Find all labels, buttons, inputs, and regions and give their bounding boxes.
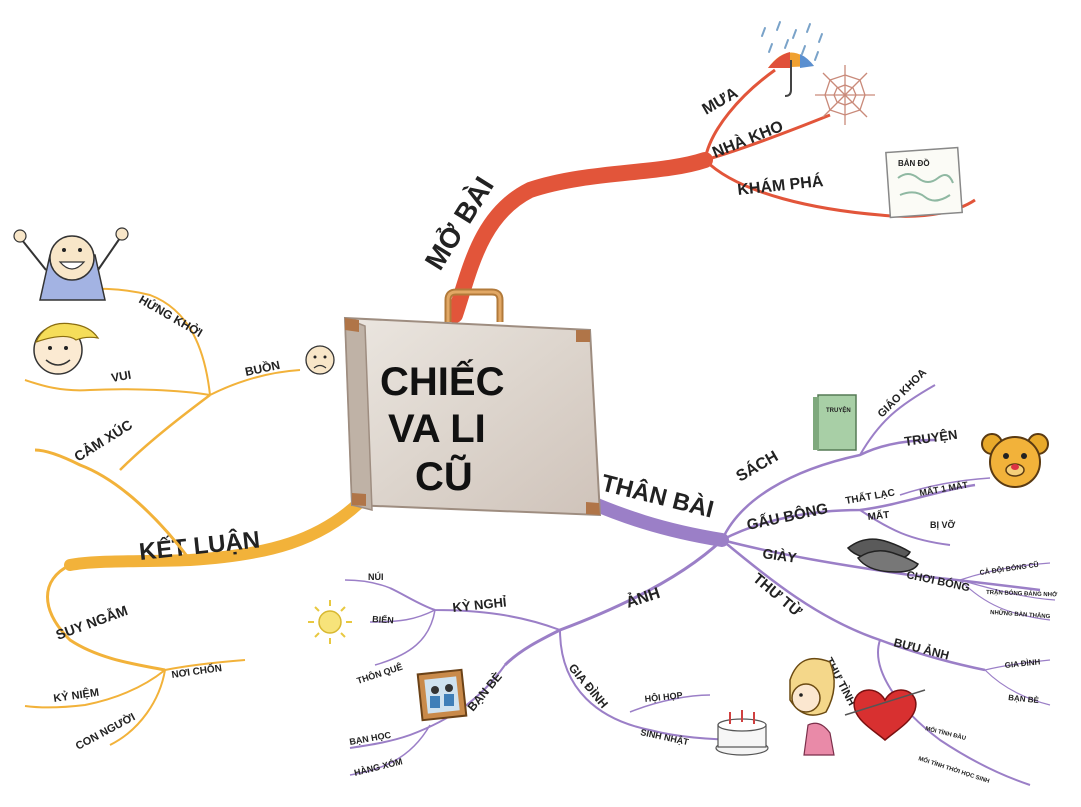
gia-dinh-thu-label: GIA ĐÌNH (1004, 657, 1041, 670)
truyen-label: TRUYỆN (903, 427, 958, 449)
book-caption: TRUYỆN (826, 406, 851, 414)
spider-web-icon (815, 65, 875, 125)
shoes-icon (846, 538, 919, 573)
sach-label: SÁCH (733, 446, 782, 485)
mat-label: MẤT (867, 508, 890, 523)
buon-label: BUỒN (244, 357, 282, 379)
bien-label: BIỂN (372, 613, 394, 625)
cam-xuc-label: CẢM XÚC (71, 416, 135, 465)
happy-face-icon (33, 322, 100, 375)
gau-bong-label: GẤU BÔNG (745, 499, 829, 534)
noi-chon-label: NƠI CHỐN (170, 660, 222, 681)
umbrella-rain-icon (761, 21, 823, 97)
nhung-ban-thang-label: NHỮNG BÀN THẮNG (990, 608, 1051, 620)
mo-bai-line-nha-kho (704, 113, 831, 162)
gia-dinh-label: GIA ĐÌNH (566, 660, 612, 711)
hoi-hop-label: HỘI HỌP (644, 689, 683, 704)
mo-bai-main-line (447, 152, 713, 323)
suitcase-icon (343, 288, 602, 517)
hang-xom-label: HÀNG XÓM (353, 755, 404, 778)
kham-pha-label: KHÁM PHÁ (736, 171, 824, 199)
con-nguoi-label: CON NGƯỜI (73, 710, 137, 752)
ban-be-label: BẠN BÈ (464, 669, 505, 714)
ca-doi-bong-cu-label: CẢ ĐỘI BÓNG CŨ (979, 560, 1039, 577)
teddy-bear-icon (981, 433, 1049, 488)
tran-bong-label: TRẬN BÓNG ĐÁNG NHỚ (986, 588, 1058, 599)
excited-face-icon (13, 227, 129, 301)
thu-tu-label: THƯ TỪ (749, 569, 806, 621)
ky-nghi-label: KỲ NGHỈ (452, 594, 508, 615)
moi-tinh-hoc-sinh-label: MỐI TÌNH THỜI HỌC SINH (917, 754, 990, 785)
center-title-line-1: CHIẾC (380, 358, 504, 404)
ket-luan-main-line (64, 496, 366, 571)
girl-face-icon (789, 657, 835, 756)
bi-vo-label: BỊ VỠ (930, 520, 956, 530)
ban-be-thu-label: BẠN BÈ (1008, 693, 1040, 705)
sun-icon (308, 600, 352, 644)
center-title-line-3: CŨ (415, 453, 473, 499)
thon-que-label: THÔN QUÊ (355, 661, 404, 686)
sinh-nhat-label: SINH NHẬT (640, 726, 691, 747)
photo-frame-icon (416, 668, 468, 722)
map-icon: BẢN ĐỒ (885, 146, 964, 219)
book-icon: TRUYỆN (813, 394, 857, 451)
hung-khoi-label: HỨNG KHỞI (137, 292, 206, 340)
ky-niem-label: KỶ NIỆM (53, 686, 100, 705)
giay-label: GIÀY (762, 545, 799, 566)
vui-label: VUI (110, 368, 132, 385)
heart-icon (844, 689, 926, 741)
buu-anh-label: BƯU ẢNH (892, 634, 951, 662)
mo-bai-branch: MỞ BÀI MƯA NHÀ KHO KHÁM PHÁ (418, 21, 976, 323)
nui-label: NÚI (368, 571, 384, 582)
choi-bong-label: CHƠI BÓNG (905, 568, 971, 594)
sad-face-icon (305, 345, 335, 375)
map-caption: BẢN ĐỒ (898, 158, 930, 168)
birthday-cake-icon (715, 710, 769, 756)
mat-1-mat-label: MẤT 1 MẮT (919, 480, 969, 498)
ket-luan-branch: KẾT LUẬN CẢM XÚC HỨNG KHỞI VUI BUỒN (13, 227, 366, 753)
mua-label: MƯA (700, 84, 742, 118)
suy-ngam-label: SUY NGẪM (54, 602, 130, 643)
moi-tinh-dau-label: MỐI TÌNH ĐẦU (925, 724, 967, 742)
mo-bai-line-mua (703, 68, 776, 161)
anh-label: ẢNH (623, 583, 662, 612)
center-title-line-2: VA LI (388, 407, 486, 451)
